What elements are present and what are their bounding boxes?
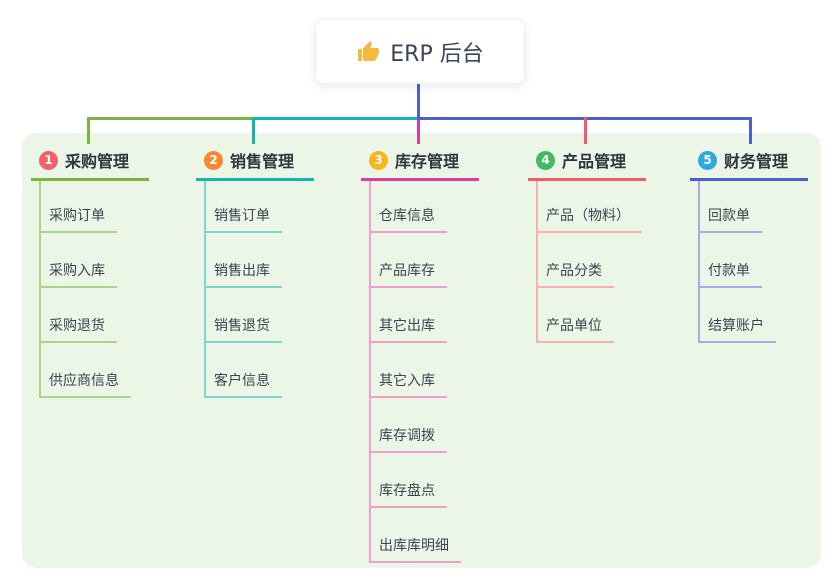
root-title: ERP 后台 xyxy=(390,41,484,67)
subtopic[interactable]: 其它入库 xyxy=(371,343,447,398)
subtopic[interactable]: 产品分类 xyxy=(538,233,614,288)
subtopic[interactable]: 付款单 xyxy=(700,233,762,288)
branch-children: 产品（物料） 产品分类 产品单位 xyxy=(536,181,646,343)
branch-children: 销售订单 销售出库 销售退货 客户信息 xyxy=(204,181,314,398)
connector-line-sales xyxy=(254,117,417,120)
branch-title: 销售管理 xyxy=(230,152,295,171)
connector-line-purchase xyxy=(87,117,254,120)
badge-5: 5 xyxy=(698,150,717,170)
branch-topic-purchase[interactable]: 1 采购管理 xyxy=(31,148,149,181)
branch-inventory: 3 库存管理 仓库信息 产品库存 其它出库 其它入库 库存调拨 库存盘点 出库库… xyxy=(361,148,479,563)
branch-children: 回款单 付款单 结算账户 xyxy=(698,181,808,343)
branch-title: 产品管理 xyxy=(562,152,627,171)
branch-topic-sales[interactable]: 2 销售管理 xyxy=(196,148,314,181)
branch-children: 采购订单 采购入库 采购退货 供应商信息 xyxy=(39,181,149,398)
branch-topic-product[interactable]: 4 产品管理 xyxy=(528,148,646,181)
subtopic[interactable]: 库存调拨 xyxy=(371,398,447,453)
subtopic[interactable]: 回款单 xyxy=(700,181,762,233)
subtopic[interactable]: 其它出库 xyxy=(371,288,447,343)
connector-elbow-purchase xyxy=(87,117,90,144)
subtopic[interactable]: 供应商信息 xyxy=(41,343,131,398)
branch-children: 仓库信息 产品库存 其它出库 其它入库 库存调拨 库存盘点 出库库明细 xyxy=(369,181,479,563)
subtopic[interactable]: 结算账户 xyxy=(700,288,776,343)
subtopic[interactable]: 客户信息 xyxy=(206,343,282,398)
subtopic[interactable]: 出库库明细 xyxy=(371,508,461,563)
thumbs-up-icon xyxy=(358,40,380,61)
connector-elbow-sales xyxy=(252,117,255,144)
canvas-panel xyxy=(22,133,821,568)
subtopic[interactable]: 产品单位 xyxy=(538,288,614,343)
badge-2: 2 xyxy=(204,150,223,170)
branch-topic-finance[interactable]: 5 财务管理 xyxy=(690,148,808,181)
badge-4: 4 xyxy=(536,150,555,170)
subtopic[interactable]: 销售出库 xyxy=(206,233,282,288)
subtopic[interactable]: 库存盘点 xyxy=(371,453,447,508)
badge-1: 1 xyxy=(39,150,58,170)
subtopic[interactable]: 产品（物料） xyxy=(538,181,642,233)
branch-title: 库存管理 xyxy=(395,152,460,171)
branch-topic-inventory[interactable]: 3 库存管理 xyxy=(361,148,479,181)
branch-finance: 5 财务管理 回款单 付款单 结算账户 xyxy=(690,148,808,343)
branch-title: 采购管理 xyxy=(65,152,130,171)
subtopic[interactable]: 采购退货 xyxy=(41,288,117,343)
branch-product: 4 产品管理 产品（物料） 产品分类 产品单位 xyxy=(528,148,646,343)
connector-elbow-finance xyxy=(749,117,752,144)
subtopic[interactable]: 采购订单 xyxy=(41,181,117,233)
subtopic[interactable]: 采购入库 xyxy=(41,233,117,288)
subtopic[interactable]: 仓库信息 xyxy=(371,181,447,233)
subtopic[interactable]: 销售订单 xyxy=(206,181,282,233)
branch-sales: 2 销售管理 销售订单 销售出库 销售退货 客户信息 xyxy=(196,148,314,398)
subtopic[interactable]: 销售退货 xyxy=(206,288,282,343)
subtopic[interactable]: 产品库存 xyxy=(371,233,447,288)
connector-root xyxy=(417,82,420,117)
root-topic[interactable]: ERP 后台 xyxy=(315,19,525,84)
branch-title: 财务管理 xyxy=(724,152,789,171)
connector-elbow-product xyxy=(584,117,587,144)
branch-purchase: 1 采购管理 采购订单 采购入库 采购退货 供应商信息 xyxy=(31,148,149,398)
badge-3: 3 xyxy=(369,150,388,170)
connector-elbow-inventory xyxy=(417,117,420,144)
